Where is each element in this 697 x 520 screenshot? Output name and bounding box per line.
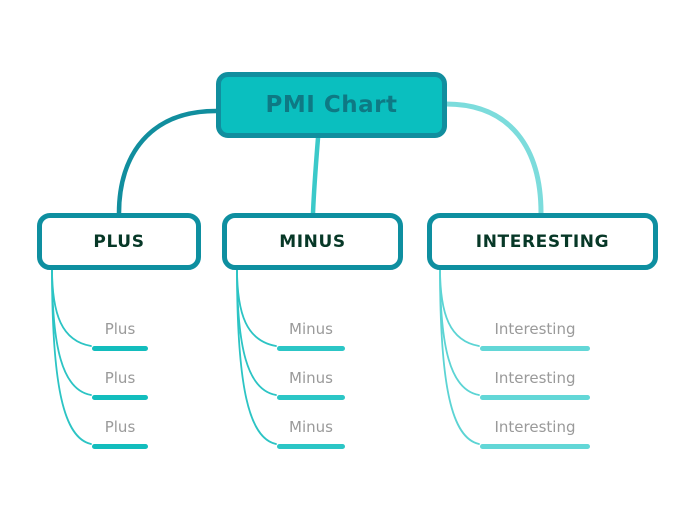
leaf-interesting-1[interactable]: Interesting [480,320,590,351]
root-node-pmi-chart[interactable]: PMI Chart [216,72,447,138]
leaf-minus-1-underline [277,346,345,351]
leaf-plus-2-label: Plus [104,369,136,387]
branch-node-minus[interactable]: MINUS [222,213,403,270]
connector-root-to-minus [310,135,321,216]
leaf-interesting-2[interactable]: Interesting [480,369,590,400]
leaf-interesting-2-label: Interesting [494,369,576,387]
leaf-plus-1-underline [92,346,148,351]
leaf-plus-3-underline [92,444,148,449]
connector-root-to-plus [116,108,219,216]
connector-minus-leaf-1 [236,267,277,347]
leaf-minus-2-underline [277,395,345,400]
branch-interesting-label: INTERESTING [475,231,610,252]
leaf-interesting-3-underline [480,444,590,449]
leaf-minus-2[interactable]: Minus [277,369,345,400]
leaf-minus-1-label: Minus [289,320,333,338]
connector-minus-leaf-3 [236,267,277,445]
leaf-plus-3-label: Plus [104,418,136,436]
branch-minus-label: MINUS [279,231,346,252]
leaf-minus-3-label: Minus [289,418,333,436]
leaf-plus-1-label: Plus [104,320,136,338]
connector-interesting-leaf-3 [439,267,480,445]
leaf-plus-3[interactable]: Plus [92,418,148,449]
leaf-minus-1[interactable]: Minus [277,320,345,351]
connector-root-to-interesting [443,101,544,216]
leaf-interesting-2-underline [480,395,590,400]
connector-plus-leaf-1 [51,267,92,347]
connector-plus-leaf-3 [51,267,92,445]
leaf-plus-1[interactable]: Plus [92,320,148,351]
leaf-plus-2-underline [92,395,148,400]
branch-node-plus[interactable]: PLUS [37,213,201,270]
leaf-interesting-3-label: Interesting [494,418,576,436]
leaf-interesting-1-label: Interesting [494,320,576,338]
branch-plus-label: PLUS [93,231,145,252]
branch-node-interesting[interactable]: INTERESTING [427,213,658,270]
leaf-minus-2-label: Minus [289,369,333,387]
leaf-plus-2[interactable]: Plus [92,369,148,400]
leaf-interesting-3[interactable]: Interesting [480,418,590,449]
leaf-minus-3[interactable]: Minus [277,418,345,449]
root-node-label: PMI Chart [265,92,398,118]
connector-interesting-leaf-1 [439,267,480,347]
leaf-interesting-1-underline [480,346,590,351]
leaf-minus-3-underline [277,444,345,449]
